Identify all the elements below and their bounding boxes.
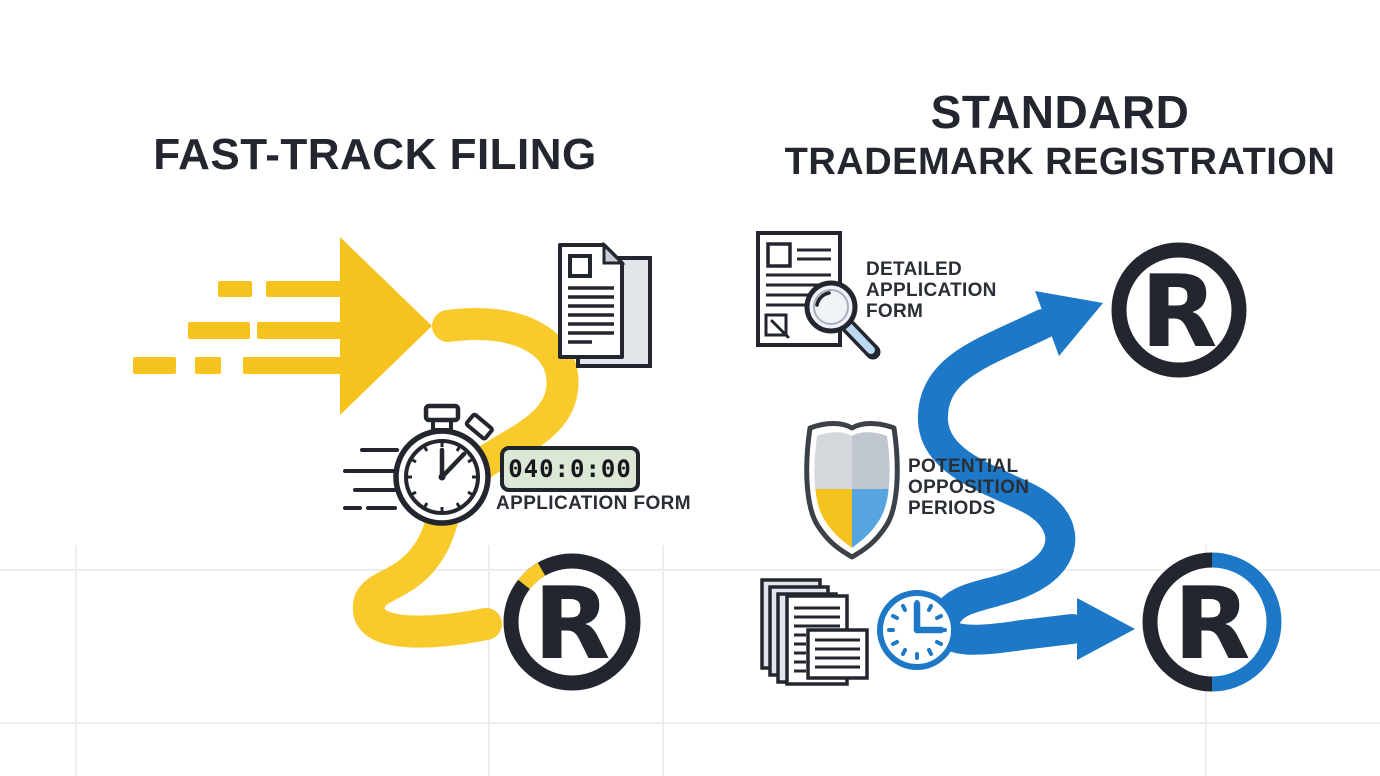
route-arrowhead-top bbox=[1035, 291, 1103, 356]
standard-title-line1: STANDARD bbox=[930, 86, 1190, 138]
document-text-lines bbox=[568, 286, 614, 344]
timer-display: 040:0:00 bbox=[500, 446, 640, 492]
grid-line-horizontal bbox=[0, 569, 1380, 571]
registered-trademark-icon-standard-top: R bbox=[1111, 242, 1247, 378]
application-form-label: APPLICATION FORM bbox=[496, 493, 691, 514]
registered-r: R bbox=[1173, 565, 1250, 682]
grid-line-vertical bbox=[662, 545, 664, 776]
document-icon bbox=[558, 241, 652, 368]
registered-r: R bbox=[1140, 253, 1217, 370]
fast-track-title: FAST-TRACK FILING bbox=[153, 130, 597, 179]
stopwatch-ticks bbox=[406, 441, 478, 513]
shield-icon bbox=[804, 421, 900, 560]
standard-title-line2: TRADEMARK REGISTRATION bbox=[784, 141, 1336, 183]
route-arrowhead-bottom bbox=[1077, 598, 1135, 660]
document-search-icon bbox=[756, 231, 881, 360]
paper-text-lines bbox=[794, 606, 840, 673]
detailed-application-form-label: DETAILED APPLICATION FORM bbox=[866, 259, 997, 322]
timer-value: 040:0:00 bbox=[508, 455, 632, 483]
registered-trademark-icon-standard-bottom: R bbox=[1142, 552, 1282, 692]
clock-icon bbox=[877, 590, 957, 670]
stopwatch-hands bbox=[439, 447, 467, 480]
registered-trademark-icon-fast: R bbox=[503, 553, 641, 691]
clock-hands bbox=[913, 600, 945, 634]
grid-line-vertical bbox=[488, 545, 490, 776]
speed-arrow-icon bbox=[133, 237, 432, 415]
clock-ticks bbox=[887, 600, 947, 660]
paper-stack-icon bbox=[760, 578, 869, 686]
stopwatch-icon bbox=[343, 403, 494, 526]
paper2-text-lines bbox=[815, 638, 860, 669]
potential-opposition-periods-label: POTENTIAL OPPOSITION PERIODS bbox=[908, 456, 1030, 519]
grid-line-vertical bbox=[75, 545, 77, 776]
progress-tick bbox=[518, 562, 546, 590]
grid-line-horizontal bbox=[0, 722, 1380, 724]
registered-r: R bbox=[533, 565, 610, 682]
stopwatch-speed-lines bbox=[343, 448, 399, 510]
